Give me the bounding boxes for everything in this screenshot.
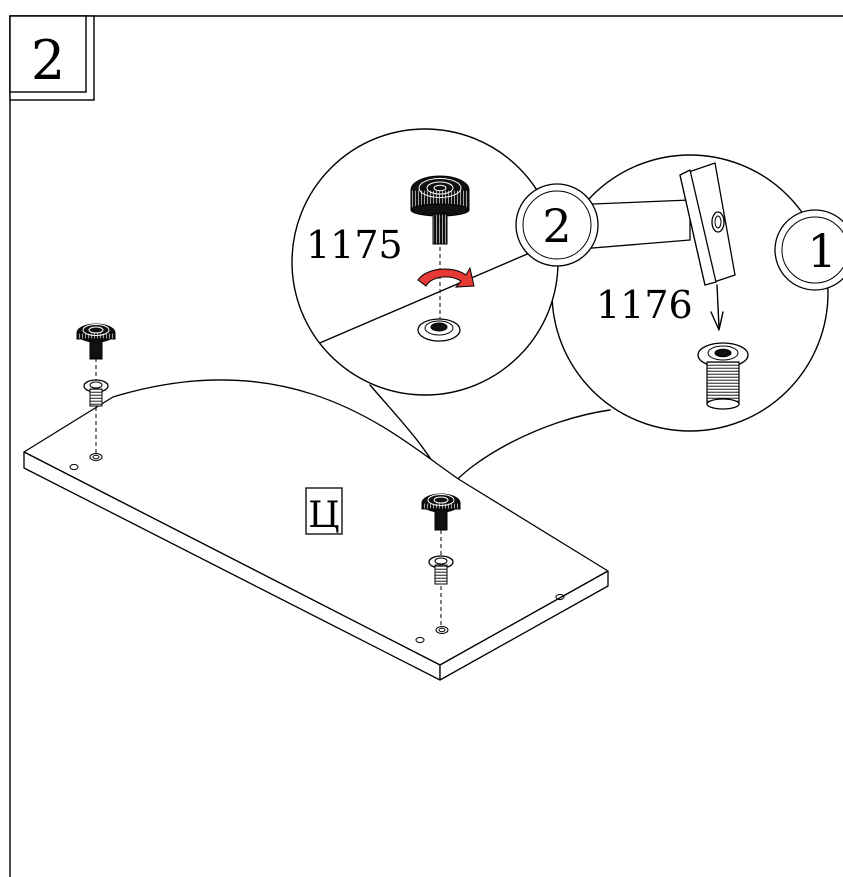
callout-label-1: 1: [807, 224, 836, 278]
leveling-foot-icon: [410, 175, 470, 322]
part-number-1176: 1176: [596, 283, 693, 327]
step-number: 2: [31, 29, 65, 92]
leveling-foot-icon: [76, 323, 116, 455]
leveling-foot-icon: [421, 493, 461, 628]
step-number-box: 2: [9, 15, 95, 101]
threaded-insert-icon: [428, 555, 454, 585]
part-number-1175: 1175: [306, 223, 403, 267]
callout-bubble-1: 1: [774, 209, 843, 291]
panel-label-box: Ц: [305, 487, 343, 536]
callout-label-2: 2: [542, 199, 571, 253]
threaded-insert-icon: [83, 379, 109, 407]
callout-bubble-2: 2: [515, 183, 599, 267]
detail-circle-insert: 1176: [551, 154, 829, 432]
page-frame: [9, 15, 843, 877]
panel-label: Ц: [308, 495, 339, 536]
hammer-icon: [679, 162, 736, 286]
rotation-arrow-icon: [417, 266, 475, 288]
detail-circle-leveling-foot: 1175: [291, 128, 559, 396]
